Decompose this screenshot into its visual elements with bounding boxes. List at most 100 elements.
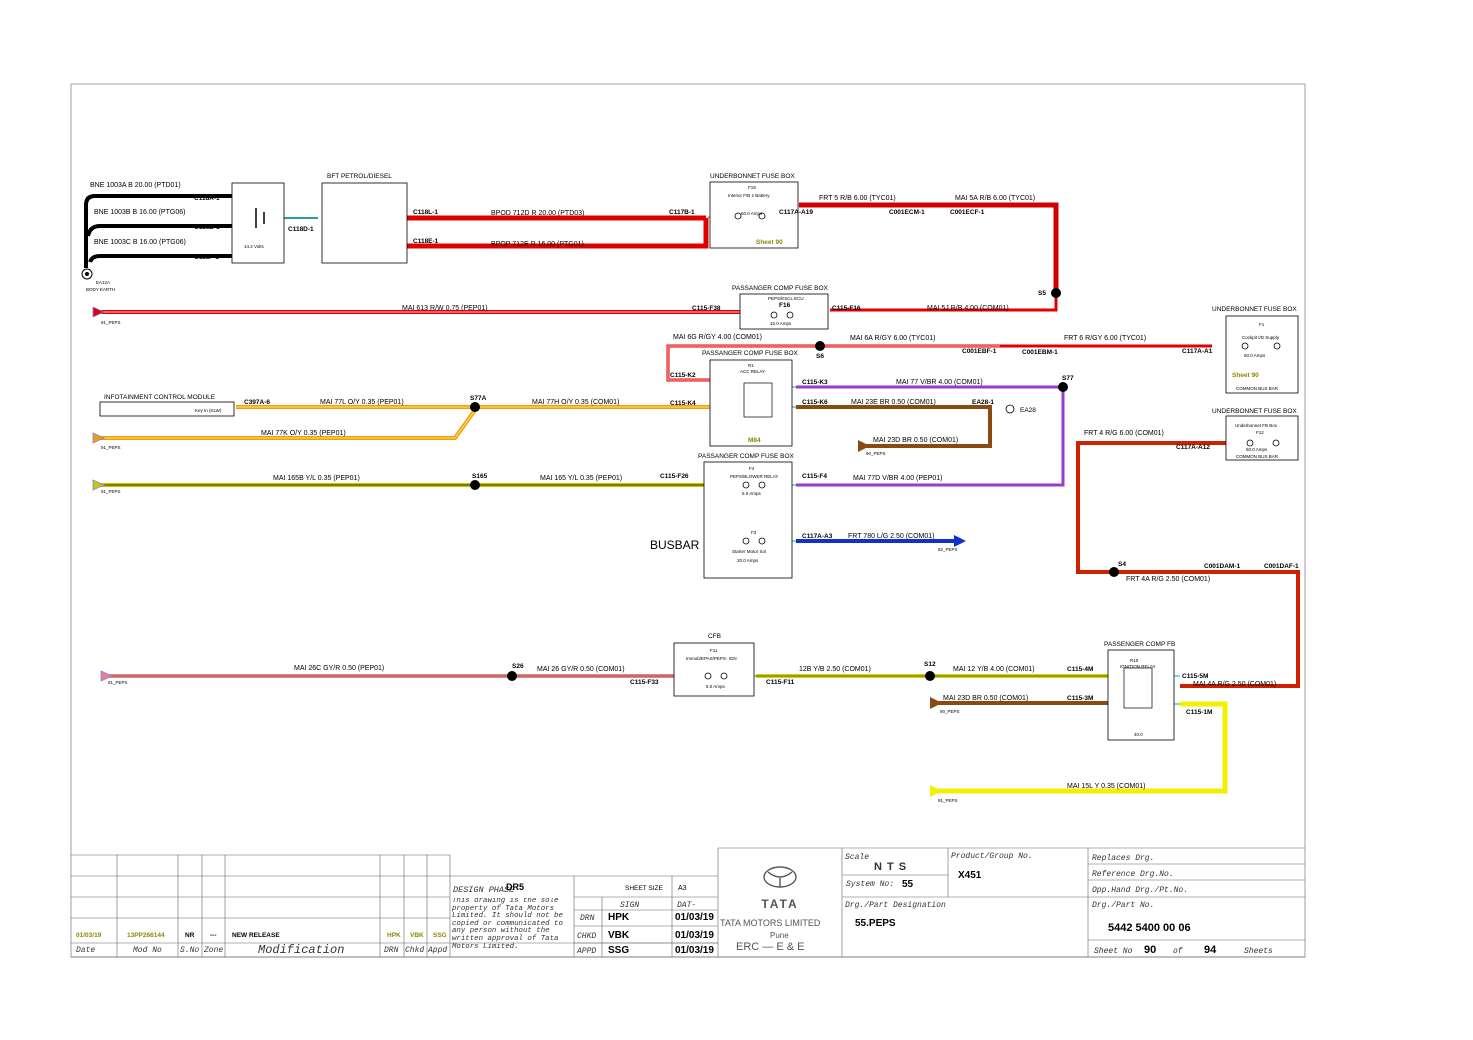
rev-mod: 13PP266144 — [127, 932, 165, 939]
scale-label: Scale — [845, 853, 869, 862]
cfb-title: CFB — [708, 633, 721, 640]
connector-label: C118F-1 — [194, 254, 219, 261]
hdr-mod: Mod No — [133, 946, 162, 955]
ub-fb1-desc: Interior F/B 2 Battery — [728, 193, 770, 198]
cfb-amps: 5.0 Amps — [706, 684, 726, 689]
connector-label: C118L-1 — [413, 209, 438, 216]
hdr-appd: Appd — [427, 946, 447, 955]
replaces-label: Replaces Drg. — [1092, 854, 1154, 863]
rev-date: 01/03/19 — [76, 932, 102, 939]
ub-fb1-amps: 60.0 Amps — [741, 211, 763, 216]
wire-label: MAI 23D BR 0.50 (COM01) — [873, 437, 958, 444]
hdr-sno: S.No — [180, 946, 199, 955]
wire-label: FRT 4 R/G 6.00 (COM01) — [1084, 430, 1164, 437]
sheet-ref: 91_PEPS — [101, 445, 121, 450]
ea28-label: EA28 — [1020, 407, 1036, 414]
scale-value: N T S — [874, 861, 907, 873]
ub-fb-right1-fuse: F1 — [1259, 322, 1265, 327]
sheet-ref: 91_PEPS — [938, 798, 958, 803]
wire-label: MAI 77K O/Y 0.35 (PEP01) — [261, 430, 346, 437]
connector-label: C117A-A19 — [779, 209, 813, 216]
chkd-label: CHKD — [577, 932, 596, 941]
icm-label: Key In (KLW) — [195, 408, 222, 413]
connector-label: C001DAF-1 — [1264, 563, 1299, 570]
wire-label: MAI 77H O/Y 0.35 (COM01) — [532, 399, 619, 406]
chkd-date: 01/03/19 — [675, 930, 714, 941]
splice-label: S26 — [512, 663, 524, 670]
reference-label: Reference Drg.No. — [1092, 870, 1174, 879]
wire-label: BNE 1003C B 16.00 (PTG06) — [94, 239, 186, 246]
pc-fb-top-title: PASSANGER COMP FUSE BOX — [732, 285, 829, 292]
wire-label: MAI 5J R/B 4.00 (COM01) — [927, 305, 1009, 312]
wire-label: FRT 5 R/B 6.00 (TYC01) — [819, 195, 896, 202]
pc-fb-relay-desc: ACC RELAY — [740, 369, 765, 374]
connector-label: C115-3M — [1067, 695, 1093, 702]
wire-label: MAI 26 GY/R 0.50 (COM01) — [537, 666, 625, 673]
splice-label: S6 — [816, 353, 824, 360]
connector-label: C117A-A12 — [1176, 444, 1210, 451]
ub-fb-right2-fuse: F12 — [1256, 430, 1264, 435]
connector-label: C001ECF-1 — [950, 209, 985, 216]
sheet-ref: 91_PEPS — [101, 489, 121, 494]
wire-label: MAI 5A R/B 6.00 (TYC01) — [955, 195, 1035, 202]
body-earth-code: EA12A — [96, 280, 110, 285]
connector-label: EA28-1 — [972, 399, 994, 406]
appd-label: APPD — [576, 947, 596, 956]
connector-label: C115-4M — [1067, 666, 1093, 673]
tata-logo-icon — [763, 866, 797, 888]
wire-label: MAI 6A R/GY 6.00 (TYC01) — [850, 335, 935, 342]
pc-fb-ign-desc: IGNITION RELAY — [1120, 664, 1156, 669]
appd-value: SSG — [608, 945, 629, 956]
wire-label: BPOP 712E R 16.00 (PTG01) — [491, 241, 584, 248]
sheet-label: Sheet No — [1094, 947, 1133, 956]
pc-fb-mid-amps2: 20.0 Amps — [737, 558, 759, 563]
pc-fb-mid-fuse2: F3 — [751, 530, 757, 535]
wire-label: MAI 23E BR 0.50 (COM01) — [851, 399, 936, 406]
ub-fb-right1-amps: 60.0 Amps — [1244, 353, 1266, 358]
hdr-date: Date — [76, 946, 95, 955]
component-boxes — [99, 181, 1299, 741]
sheet-ref: 92_PEPS — [938, 547, 958, 552]
body-earth: BODY EARTH — [86, 287, 115, 292]
sheet-size-label: SHEET SIZE — [625, 885, 663, 892]
ub-fb-right2-desc: Underbonnet FB Box — [1235, 423, 1278, 428]
sign-label: SIGN — [620, 901, 639, 910]
connector-label: C115-K3 — [802, 379, 828, 386]
hdr-zone: Zone — [203, 946, 223, 955]
of-label: of — [1173, 947, 1183, 956]
battery-volts: 14.2 Volts — [244, 244, 265, 249]
wire-label: MAI 613 R/W 0.75 (PEP01) — [402, 305, 488, 312]
splice-dots — [470, 288, 1119, 681]
wire-label: BNE 1003B B 16.00 (PTG06) — [94, 209, 185, 216]
company-name: TATA MOTORS LIMITED — [720, 918, 821, 928]
busbar-label: BUSBAR — [650, 538, 700, 552]
chkd-value: VBK — [608, 930, 630, 941]
labels: BFT PETROL/DIESEL 14.2 Volts EA12A BODY … — [86, 173, 1299, 803]
connector-label: C118B-1 — [194, 224, 220, 231]
tata-brand: TATA — [761, 897, 798, 911]
ub-fb1-sheet: Sheet 90 — [756, 239, 783, 246]
wire-label: MAI 6G R/GY 4.00 (COM01) — [673, 334, 762, 341]
connector-label: C115-1M — [1186, 709, 1212, 716]
part-no-value: 5442 5400 00 06 — [1108, 922, 1191, 934]
pc-fb-top-desc: PEPS/ESCL ECU — [768, 296, 804, 301]
part-no-label: Drg./Part No. — [1092, 901, 1154, 910]
connector-label: C001EBM-1 — [1022, 349, 1058, 356]
ub-fb1-title: UNDERBONNET FUSE BOX — [710, 173, 795, 180]
wire-label: 12B Y/B 2.50 (COM01) — [799, 666, 871, 673]
battery-symbol — [255, 208, 265, 228]
wire-label: MAI 12 Y/B 4.00 (COM01) — [953, 666, 1035, 673]
connector-label: C117B-1 — [669, 209, 695, 216]
drn-value: HPK — [608, 912, 630, 923]
wire-label: FRT 4A R/G 2.50 (COM01) — [1126, 576, 1210, 583]
sheet-ref: 90_PEPS — [866, 451, 886, 456]
rev-modification: NEW RELEASE — [232, 932, 280, 939]
pc-fb-ign-relay: R10 — [1130, 658, 1139, 663]
pc-fb-mid-fuse1: F4 — [749, 466, 755, 471]
pc-fb-mid-desc2: Starter Motor Sol — [732, 549, 766, 554]
connector-label: C115-F33 — [630, 679, 659, 686]
ub-fb-right2-amps: 60.0 Amps — [1246, 447, 1268, 452]
ub-fb-right1-sheet: Sheet 90 — [1232, 372, 1259, 379]
wire-label: BNE 1003A B 20.00 (PTD01) — [90, 182, 181, 189]
splice-label: S4 — [1118, 561, 1126, 568]
